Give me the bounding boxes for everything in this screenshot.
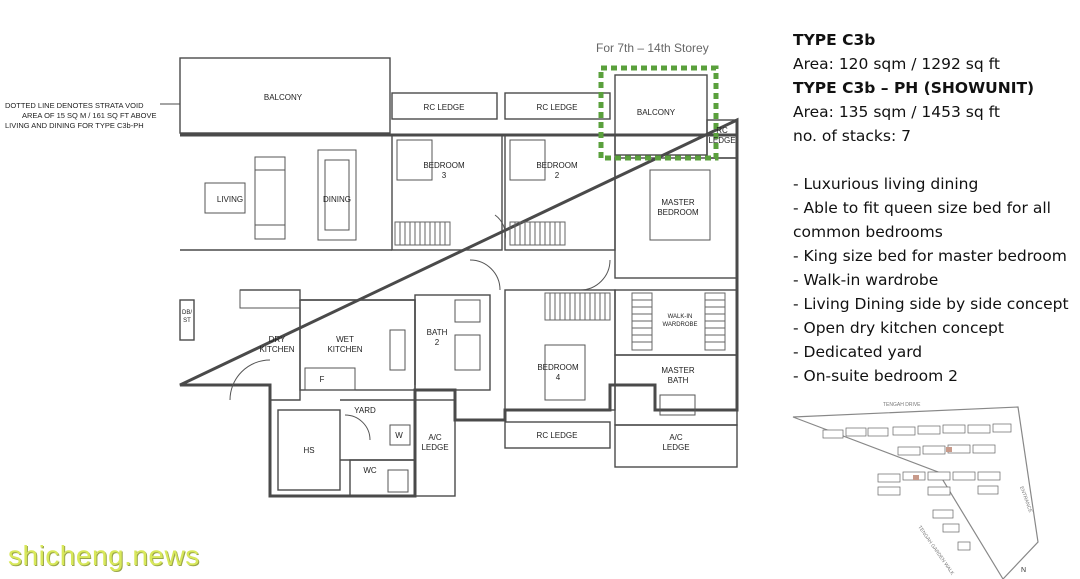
label-master-bedroom-a: MASTER [661,198,695,207]
label-rc-ledge-3b: LEDGE [708,136,735,145]
label-living: LIVING [217,195,243,204]
label-bedroom4b: 4 [556,373,561,382]
floor-plan: For 7th – 14th Storey DOTTED LINE DENOTE… [5,41,739,498]
feature-item: - On-suite bedroom 2 [793,367,958,385]
label-db-st-a: DB/ [182,310,192,316]
feature-item: - King size bed for master bedroom [793,247,1067,265]
type2-title: TYPE C3b – PH (SHOWUNIT) [793,79,1035,97]
balcony-main-outline [179,57,391,134]
rc-ledge-1-outline [391,92,498,120]
wc-outline [349,459,416,497]
label-rc-ledge-1: RC LEDGE [424,103,465,112]
label-rc-ledge-3a: RC [716,126,728,135]
label-master-bath-b: BATH [668,376,689,385]
type1-area: Area: 120 sqm / 1292 sq ft [793,55,1000,73]
label-washer: W [395,431,403,440]
feature-item: - Able to fit queen size bed for all [793,199,1051,217]
watermark-logo: shicheng.news [8,540,200,571]
label-dry-kitchen-a: DRY [269,335,286,344]
label-bath2a: BATH [427,328,448,337]
label-master-bath-a: MASTER [661,366,695,375]
label-bedroom2a: BEDROOM [536,161,578,170]
label-balcony-small: BALCONY [637,108,676,117]
dotted-note-line-3: LIVING AND DINING FOR TYPE C3b-PH [5,121,144,130]
block-highlight [913,475,919,480]
north-label: N [1021,567,1026,574]
label-yard: YARD [354,406,376,415]
road-top-label: TENGAH DRIVE [883,402,921,408]
label-wet-kitchen-b: KITCHEN [327,345,362,354]
label-ac-ledge-1a: A/C [428,433,442,442]
dotted-note-line-1: DOTTED LINE DENOTES STRATA VOID [5,101,144,110]
label-bedroom2b: 2 [555,171,560,180]
db-st-outline [179,299,195,341]
feature-item: common bedrooms [793,223,943,241]
feature-list: - Luxurious living dining - Able to fit … [793,172,1078,388]
feature-item: - Walk-in wardrobe [793,271,939,289]
label-walkin-b: WARDROBE [662,322,697,328]
label-ac-ledge-2a: A/C [669,433,683,442]
label-ac-ledge-1b: LEDGE [421,443,448,452]
type1-title: TYPE C3b [793,31,876,49]
label-wc: WC [363,466,377,475]
bedroom3-outline [391,134,503,251]
label-dry-kitchen-b: KITCHEN [259,345,294,354]
ac-ledge-2-outline [614,424,738,468]
hs-outline [277,409,341,491]
label-balcony-main: BALCONY [264,93,303,102]
label-walkin-a: WALK-IN [668,314,693,320]
feature-item: - Living Dining side by side concept [793,295,1069,313]
label-dining: DINING [323,195,351,204]
label-bedroom3b: 3 [442,171,447,180]
label-db-st-b: ST [183,318,191,324]
ac-ledge-1-outline [414,399,456,497]
road-bottom-label: TENGAH GARDEN WALK [916,525,955,577]
label-bath2b: 2 [435,338,440,347]
site-plan-thumbnail: TENGAH DRIVE TENGAH GARDEN WALK ENTRANCE… [792,402,1039,579]
block-highlight [946,447,952,452]
stacks-count: no. of stacks: 7 [793,127,911,145]
entrance-label: ENTRANCE [1018,486,1033,515]
rc-ledge-2-outline [504,92,611,120]
label-fridge: F [320,375,325,384]
unit-info-panel: TYPE C3b Area: 120 sqm / 1292 sq ft TYPE… [793,28,1078,388]
storey-note: For 7th – 14th Storey [596,41,709,55]
rc-ledge-bottom-outline [504,421,611,449]
label-ac-ledge-2b: LEDGE [662,443,689,452]
balcony-small-outline [614,74,708,156]
label-bedroom4a: BEDROOM [537,363,579,372]
bath2-outline [414,294,491,391]
label-hs: HS [303,446,314,455]
feature-item: - Dedicated yard [793,343,923,361]
label-rc-ledge-2: RC LEDGE [537,103,578,112]
feature-item: - Luxurious living dining [793,175,979,193]
type2-area: Area: 135 sqm / 1453 sq ft [793,103,1000,121]
label-rc-ledge-bottom: RC LEDGE [537,431,578,440]
feature-item: - Open dry kitchen concept [793,319,1004,337]
label-master-bedroom-b: BEDROOM [657,208,699,217]
master-bedroom-outline [614,157,738,279]
label-bedroom3a: BEDROOM [423,161,465,170]
site-boundary [792,406,1039,579]
dotted-highlight [598,65,719,161]
dotted-note-line-2: AREA OF 15 SQ M / 161 SQ FT ABOVE [22,111,157,120]
label-wet-kitchen-a: WET [336,335,354,344]
